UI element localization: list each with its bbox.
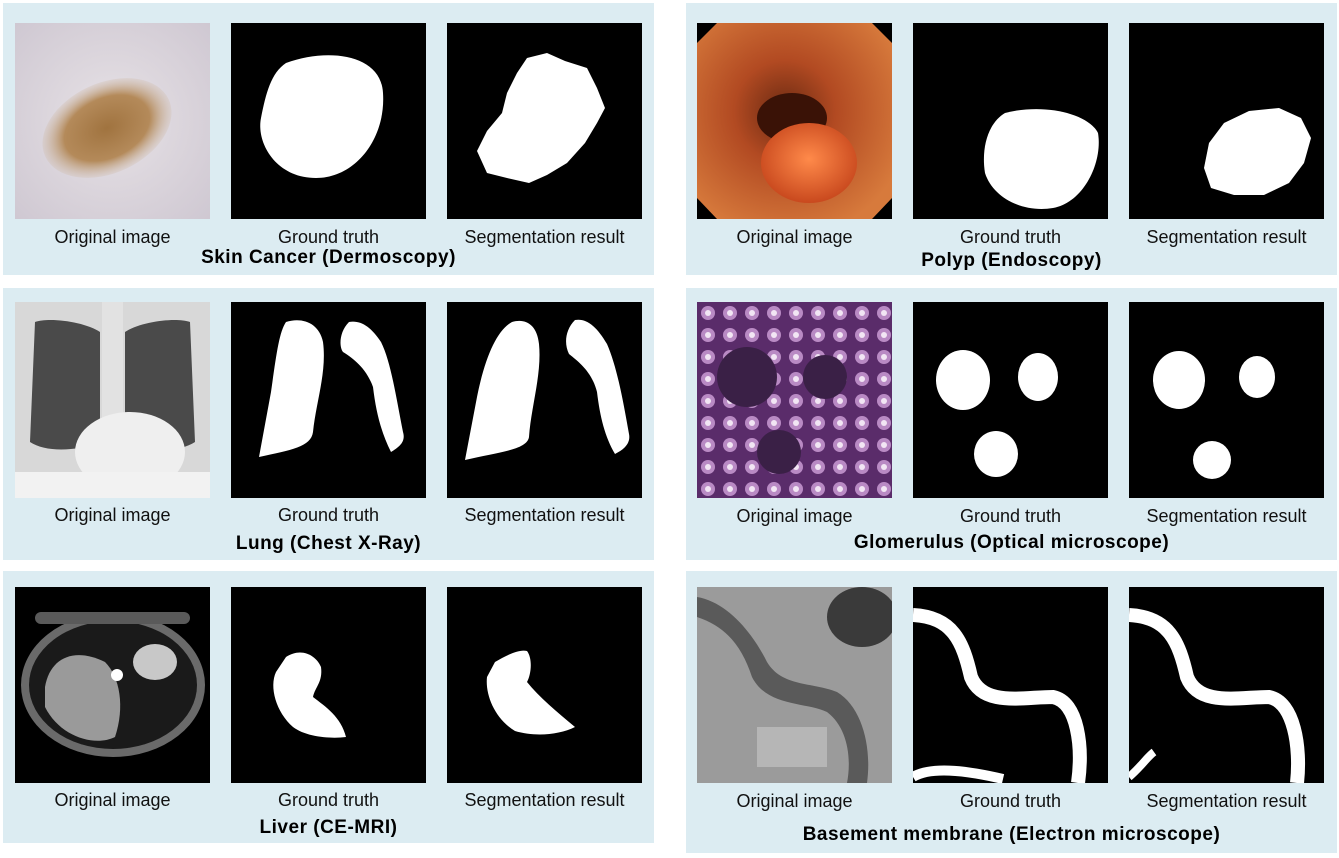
membrane-original-image (697, 587, 892, 783)
liver-original-caption: Original image (54, 790, 171, 810)
lung-segmentation-caption: Segmentation result (464, 505, 625, 525)
liver-ground-truth-caption: Ground truth (277, 790, 380, 810)
lung-panel-title: Lung (Chest X-Ray) (235, 533, 422, 554)
skin-original-image (15, 23, 210, 219)
glomerulus-ground-truth-mask (913, 302, 1108, 498)
lung-original-caption: Original image (54, 505, 171, 525)
liver-ground-truth-mask (231, 587, 426, 783)
skin-ground-truth-caption: Ground truth (277, 227, 380, 247)
lung-original-image (15, 302, 210, 498)
polyp-panel-title: Polyp (Endoscopy) (921, 250, 1102, 271)
polyp-segmentation-caption: Segmentation result (1146, 227, 1307, 247)
glomerulus-segmentation-mask (1129, 302, 1324, 498)
membrane-ground-truth-caption: Ground truth (959, 791, 1062, 811)
membrane-segmentation-caption: Segmentation result (1146, 791, 1307, 811)
glomerulus-original-caption: Original image (736, 506, 853, 526)
skin-segmentation-caption: Segmentation result (464, 227, 625, 247)
lung-ground-truth-caption: Ground truth (277, 505, 380, 525)
glomerulus-segmentation-caption: Segmentation result (1146, 506, 1307, 526)
skin-panel-title: Skin Cancer (Dermoscopy) (201, 247, 456, 268)
membrane-ground-truth-mask (913, 587, 1108, 783)
skin-segmentation-mask (447, 23, 642, 219)
polyp-segmentation-mask (1129, 23, 1324, 219)
liver-segmentation-caption: Segmentation result (464, 790, 625, 810)
polyp-original-caption: Original image (736, 227, 853, 247)
lung-segmentation-mask (447, 302, 642, 498)
glomerulus-ground-truth-caption: Ground truth (959, 506, 1062, 526)
lung-ground-truth-mask (231, 302, 426, 498)
membrane-panel-title: Basement membrane (Electron microscope) (802, 824, 1221, 845)
membrane-segmentation-mask (1129, 587, 1324, 783)
polyp-ground-truth-caption: Ground truth (959, 227, 1062, 247)
polyp-ground-truth-mask (913, 23, 1108, 219)
liver-segmentation-mask (447, 587, 642, 783)
skin-ground-truth-mask (231, 23, 426, 219)
polyp-original-image (697, 23, 892, 219)
glomerulus-panel-title: Glomerulus (Optical microscope) (853, 532, 1170, 553)
membrane-original-caption: Original image (736, 791, 853, 811)
glomerulus-original-image (697, 302, 892, 498)
skin-original-caption: Original image (54, 227, 171, 247)
liver-original-image (15, 587, 210, 783)
liver-panel-title: Liver (CE-MRI) (259, 817, 398, 838)
